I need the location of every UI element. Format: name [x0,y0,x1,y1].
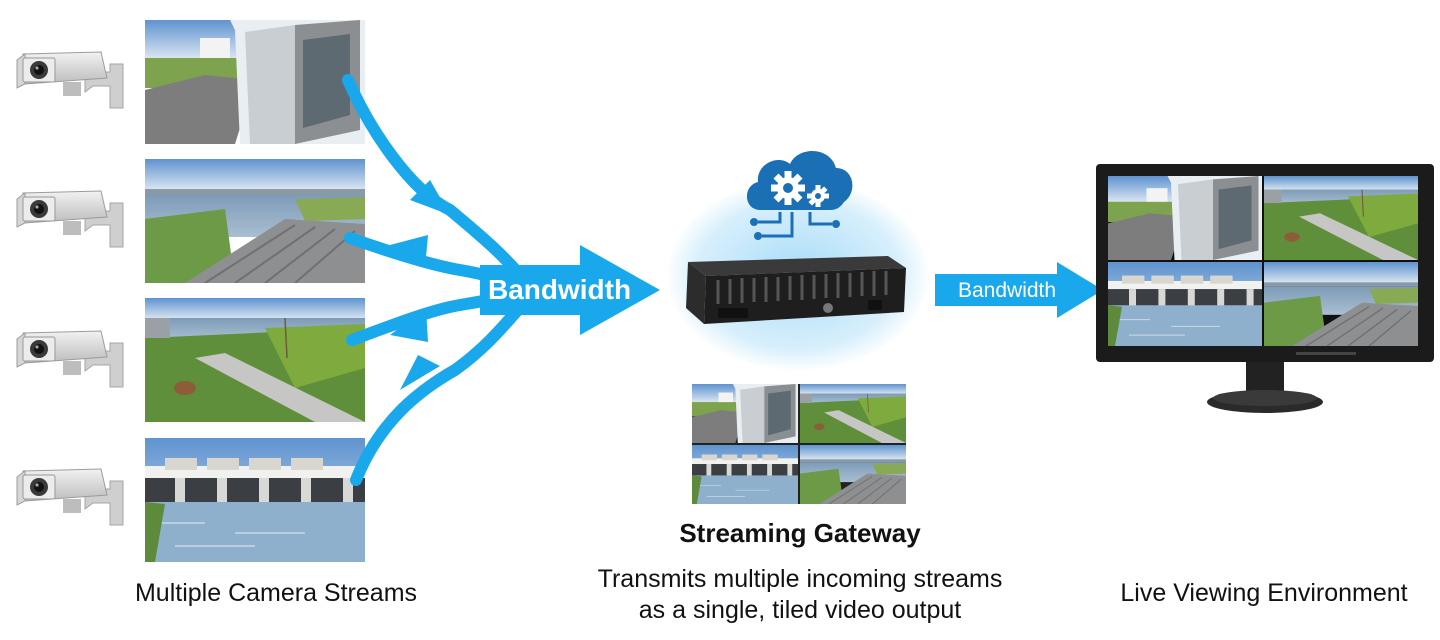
monitor-screen [1108,176,1418,346]
center-caption-line1: Transmits multiple incoming streams [597,565,1003,593]
security-camera-icon [14,185,126,265]
security-camera-icon [14,463,126,543]
merge-bandwidth-label: Bandwidth [488,274,632,305]
security-camera-icon [14,46,126,126]
output-bandwidth-label: Bandwidth [958,279,1057,302]
center-caption-line2: as a single, tiled video output [638,596,962,624]
merge-arrows [342,74,660,486]
left-caption: Multiple Camera Streams [134,579,418,607]
output-arrow [935,262,1103,318]
security-camera-icon [14,325,126,405]
center-title: Streaming Gateway [679,518,921,548]
gateway-tiled-preview [692,384,906,504]
gateway-box-icon [686,256,906,324]
right-caption: Live Viewing Environment [1120,579,1408,607]
cloud-gears-icon [746,150,853,240]
